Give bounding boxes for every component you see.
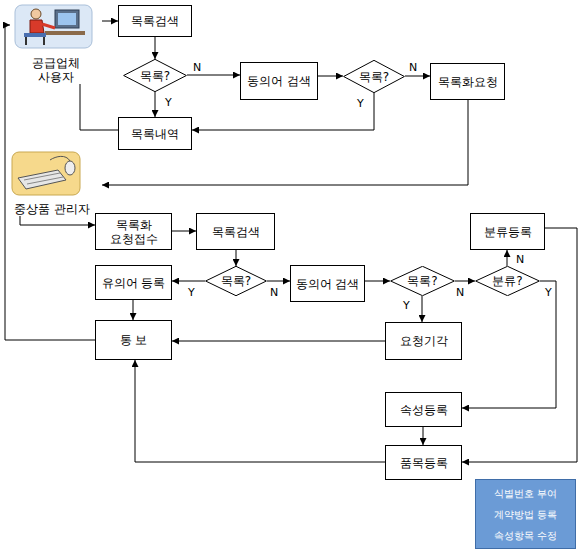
flow-arrow xyxy=(455,281,475,282)
node-text: 목록? xyxy=(407,274,437,288)
decision-diamond: 목록? xyxy=(205,266,267,296)
flow-arrow xyxy=(462,281,556,408)
edge-label: Y xyxy=(165,97,172,109)
process-box: 목록내역 xyxy=(118,117,192,150)
edge-label: Y xyxy=(403,300,410,312)
flow-arrow xyxy=(172,231,196,232)
flow-arrow xyxy=(5,25,95,340)
flow-arrow xyxy=(365,281,390,282)
flow-arrow xyxy=(187,75,240,76)
edge-label: N xyxy=(270,287,278,299)
node-text: 속성등록 xyxy=(400,403,448,417)
flow-arrow xyxy=(20,216,95,225)
flow-arrow xyxy=(267,281,290,282)
edge-label: N xyxy=(516,254,524,266)
edge-label: N xyxy=(456,287,464,299)
process-box: 요청기각 xyxy=(385,322,462,360)
edge-label: Y xyxy=(357,98,364,110)
node-text: 식별번호 부여 계약방법 등록 속성항목 수정 xyxy=(482,483,569,546)
decision-diamond: 목록? xyxy=(343,60,405,93)
process-box: 유의어 등록 xyxy=(95,265,172,300)
flow-arrow xyxy=(172,341,385,342)
process-box: 목록화요청 xyxy=(430,63,505,100)
flow-arrow xyxy=(462,228,577,462)
node-text: 목록검색 xyxy=(131,14,179,28)
flow-arrow xyxy=(102,100,468,185)
process-box: 동의어 검색 xyxy=(240,62,318,100)
node-text: 통 보 xyxy=(120,333,148,347)
node-text: 목록내역 xyxy=(131,127,179,141)
actor-node: 공급업체 사용자 xyxy=(10,4,102,84)
process-box: 통 보 xyxy=(95,320,172,360)
node-text: 목록화 요청접수 xyxy=(104,218,164,246)
edge-label: Y xyxy=(545,287,552,299)
node-text: 공급업체 사용자 xyxy=(28,56,84,84)
decision-diamond: 목록? xyxy=(390,266,455,296)
node-text: 목록검색 xyxy=(212,225,260,239)
flow-arrow xyxy=(155,92,156,117)
node-text: 목록? xyxy=(140,69,170,83)
node-text: 목록화요청 xyxy=(438,75,498,89)
flow-arrow xyxy=(133,300,134,320)
supplier-user-icon xyxy=(15,5,92,48)
process-box: 분류등록 xyxy=(470,213,545,250)
flow-arrow xyxy=(318,76,343,77)
node-text: 목록? xyxy=(221,274,251,288)
manager-icon xyxy=(12,152,80,195)
process-box: 목록검색 xyxy=(118,5,192,37)
node-text: 유의어 등록 xyxy=(102,276,166,290)
node-text: 동의어 검색 xyxy=(247,74,311,88)
process-box: 품목등록 xyxy=(385,445,462,480)
node-text: 목록? xyxy=(359,70,389,84)
flow-arrow xyxy=(80,84,118,130)
flow-arrow xyxy=(405,76,430,77)
flow-arrow xyxy=(423,427,424,445)
process-box: 동의어 검색 xyxy=(290,265,365,302)
edge-label: Y xyxy=(188,287,195,299)
flow-arrow xyxy=(172,281,205,282)
process-box: 목록화 요청접수 xyxy=(95,213,172,250)
decision-diamond: 목록? xyxy=(123,59,187,92)
node-text: 중상품 관리자 xyxy=(4,202,100,216)
flow-arrow xyxy=(155,37,156,59)
flow-arrow xyxy=(236,250,237,266)
node-text: 분류? xyxy=(492,274,522,288)
process-box: 속성등록 xyxy=(385,392,462,427)
process-box: 목록검색 xyxy=(196,213,275,250)
actor-node: 중상품 관리자 xyxy=(2,150,102,216)
flow-arrow xyxy=(135,360,385,462)
node-text: 동의어 검색 xyxy=(296,277,360,291)
edge-label: N xyxy=(409,62,417,74)
edge-label: N xyxy=(193,62,201,74)
note-box: 식별번호 부여 계약방법 등록 속성항목 수정 xyxy=(475,479,576,549)
decision-diamond: 분류? xyxy=(475,266,540,296)
flow-arrow xyxy=(422,296,423,322)
flow-arrow xyxy=(102,21,118,22)
flow-arrow xyxy=(507,250,508,266)
node-text: 요청기각 xyxy=(400,334,448,348)
node-text: 분류등록 xyxy=(484,225,532,239)
node-text: 품목등록 xyxy=(400,456,448,470)
